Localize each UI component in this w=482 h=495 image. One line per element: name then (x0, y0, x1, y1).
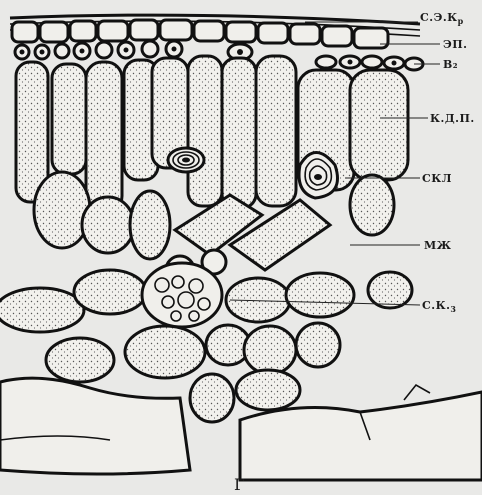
label-ep: ЭП. (443, 38, 467, 51)
sclereid-right (299, 153, 338, 199)
sclereid-left (168, 148, 204, 172)
figure-caption: Г (234, 475, 245, 494)
label-sk: С.К.3 (422, 299, 457, 314)
label-skl: СКЛ (422, 172, 452, 185)
vascular-bundle (142, 263, 222, 327)
epidermis-row (12, 20, 388, 48)
label-vz: В₂ (443, 58, 458, 71)
label-kdp: К.Д.П. (430, 112, 475, 125)
label-mzh: МЖ (424, 239, 452, 252)
label-se-kp: С.Э.Кp (420, 11, 464, 26)
